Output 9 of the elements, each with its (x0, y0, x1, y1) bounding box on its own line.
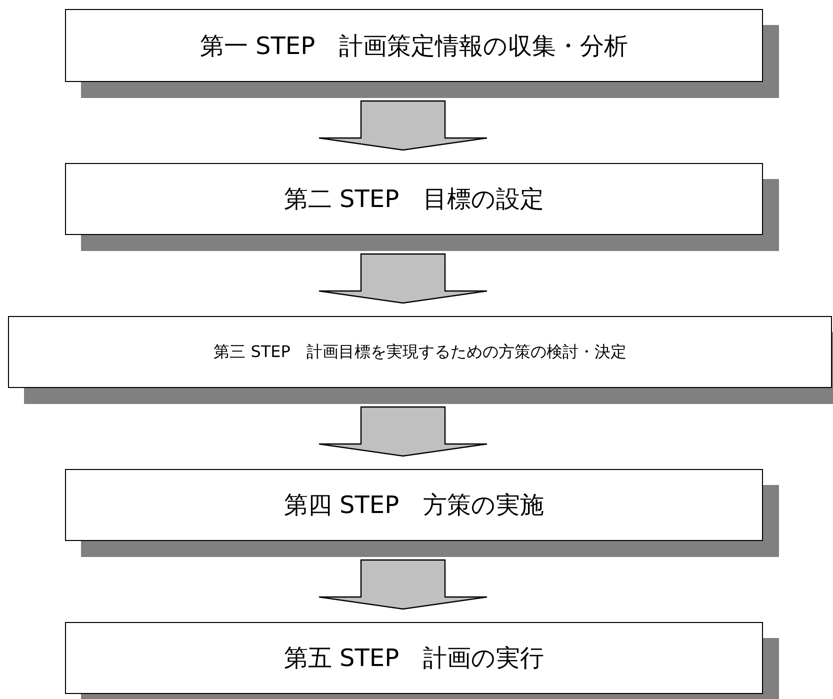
step-label: 第三 STEP 計画目標を実現するための方策の検討・決定 (214, 342, 626, 362)
step-label: 第二 STEP 目標の設定 (284, 184, 544, 215)
step-label: 第五 STEP 計画の実行 (284, 643, 544, 674)
block-arrow (318, 559, 488, 610)
step-label: 第一 STEP 計画策定情報の収集・分析 (200, 30, 628, 62)
block-arrow (318, 253, 488, 304)
block-arrow (318, 406, 488, 457)
step-label: 第四 STEP 方策の実施 (284, 490, 544, 521)
block-arrow (318, 100, 488, 151)
